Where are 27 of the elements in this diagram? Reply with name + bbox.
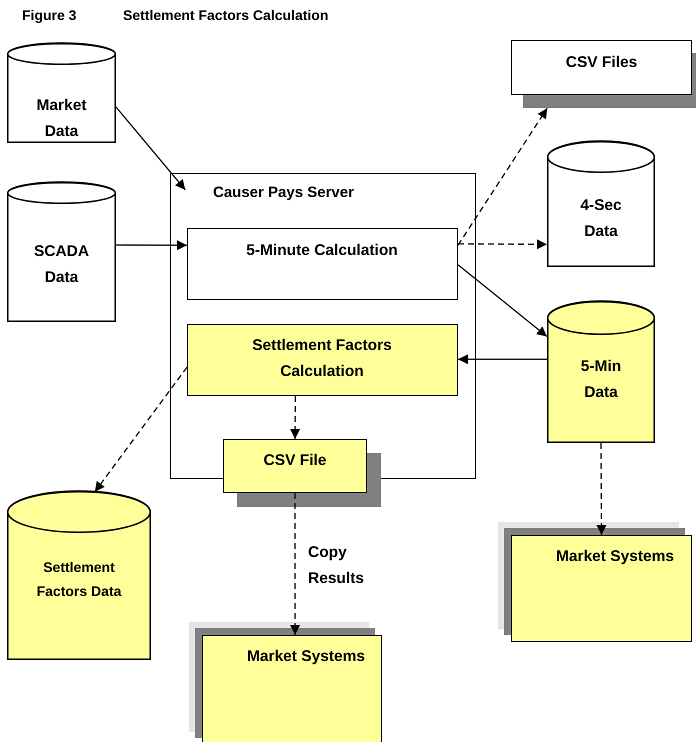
node-label: CSV Files xyxy=(566,53,638,73)
node-label: CSV File xyxy=(264,451,326,471)
group-heading: Causer Pays Server xyxy=(213,184,354,201)
arrow xyxy=(290,493,300,635)
arrow xyxy=(457,108,548,246)
node-label: SCADA Data xyxy=(32,242,90,288)
node-label: 4-Sec Data xyxy=(579,196,623,242)
arrow xyxy=(458,239,547,250)
arrow xyxy=(458,354,547,364)
node-label: Settlement Factors Data xyxy=(36,558,122,601)
arrow xyxy=(458,264,548,337)
arrow xyxy=(116,106,186,190)
figure-number: Figure 3 xyxy=(22,7,76,23)
process-box xyxy=(186,324,458,396)
node-label: 5-Min Data xyxy=(580,357,622,403)
node-label: Market Systems xyxy=(247,647,366,667)
node-label: 5-Minute Calculation xyxy=(246,240,398,260)
node-label: Market Data xyxy=(36,96,88,142)
diagram-title: Settlement Factors Calculation xyxy=(123,7,328,23)
arrow xyxy=(94,366,188,492)
node-label: Settlement Factors Calculation xyxy=(251,336,393,382)
node-label: Market Systems xyxy=(556,547,674,567)
arrow xyxy=(290,396,300,439)
server-boundary xyxy=(170,173,476,479)
arrow xyxy=(596,443,606,535)
process-box xyxy=(186,228,458,300)
arrow xyxy=(116,240,187,250)
